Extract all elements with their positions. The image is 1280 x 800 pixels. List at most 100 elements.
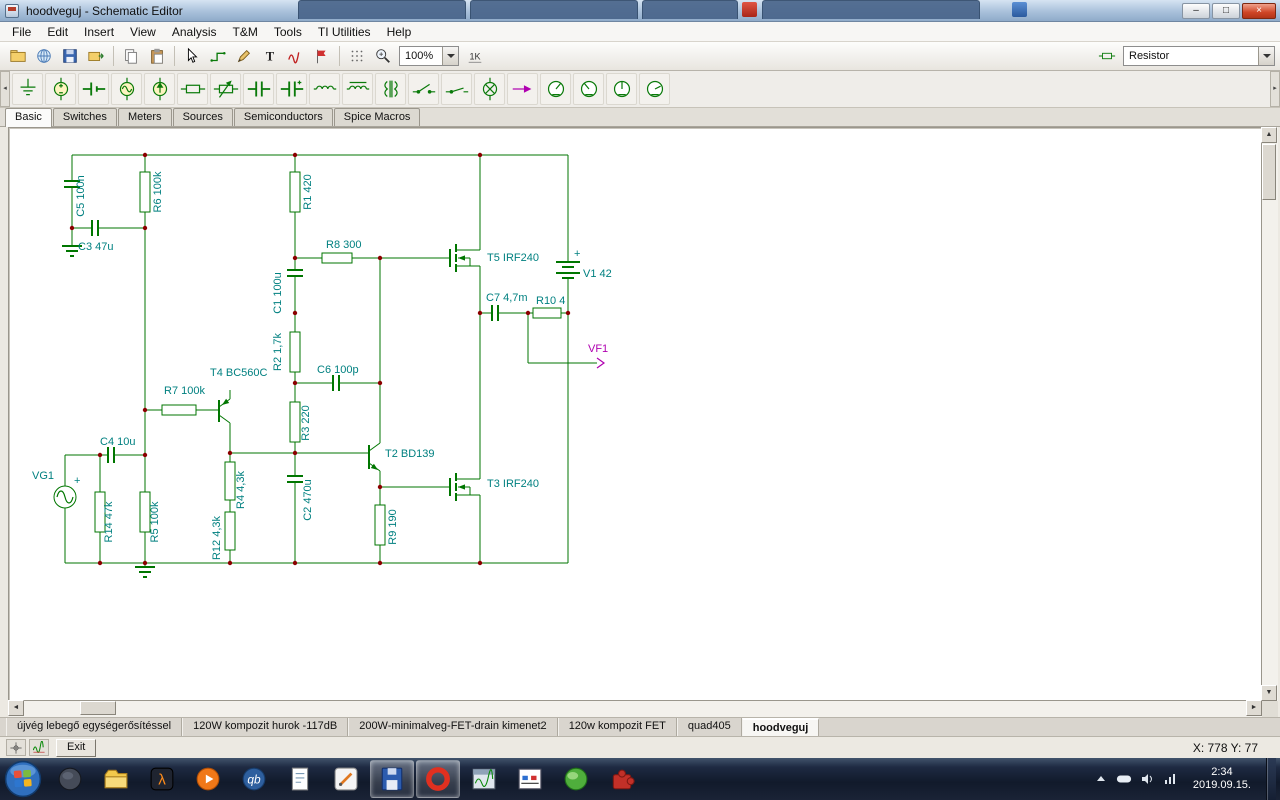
component-switch-nc-button[interactable] (441, 73, 472, 105)
component-cap-pol-button[interactable] (276, 73, 307, 105)
component-inductor-core-button[interactable] (342, 73, 373, 105)
save-button[interactable] (58, 44, 82, 68)
copy-button[interactable] (119, 44, 143, 68)
component-scroll-left-icon[interactable]: ◂ (0, 71, 10, 107)
zoom-select[interactable]: 100% (399, 46, 459, 66)
scroll-right-icon[interactable]: ► (1246, 700, 1262, 716)
taskbar-globe-dark-button[interactable] (48, 760, 92, 798)
scroll-left-icon[interactable]: ◄ (8, 700, 24, 716)
taskbar-tina-floppy-button[interactable] (370, 760, 414, 798)
background-app-icon-red[interactable] (742, 2, 757, 17)
taskbar-media-orange-button[interactable] (186, 760, 230, 798)
exit-button[interactable]: Exit (56, 738, 97, 757)
unit-button[interactable]: 1K (463, 44, 487, 68)
zoom-dropdown-icon[interactable] (442, 47, 458, 65)
component-vsource-button[interactable] (45, 73, 76, 105)
component-dropdown-icon[interactable] (1258, 47, 1274, 65)
close-button[interactable]: × (1242, 3, 1276, 19)
background-window-tab[interactable] (470, 0, 638, 19)
component-meter-1-button[interactable] (540, 73, 571, 105)
taskbar-puzzle-red-button[interactable] (600, 760, 644, 798)
taskbar-lambda-app-button[interactable]: λ (140, 760, 184, 798)
probe-button[interactable] (284, 44, 308, 68)
horizontal-scrollbar[interactable]: ◄ ► (8, 700, 1262, 717)
component-meter-3-button[interactable] (606, 73, 637, 105)
component-isource-button[interactable] (144, 73, 175, 105)
show-desktop-button[interactable] (1266, 758, 1276, 800)
doc-tab-200w-minimalveg-fet-drain-kimenet2[interactable]: 200W-minimalveg-FET-drain kimenet2 (348, 718, 558, 737)
taskbar-globe-green-button[interactable] (554, 760, 598, 798)
paste-button[interactable] (145, 44, 169, 68)
component-switch-no-button[interactable] (408, 73, 439, 105)
taskbar-qb-app-button[interactable]: qb (232, 760, 276, 798)
component-vgen-button[interactable] (111, 73, 142, 105)
grid-button[interactable] (345, 44, 369, 68)
component-potentiometer-button[interactable] (210, 73, 241, 105)
doc-tab-jv-g-lebeg-egys-ger-s-t-ssel[interactable]: újvég lebegő egységerősítéssel (6, 718, 183, 737)
menu-ti-utilities[interactable]: TI Utilities (317, 25, 371, 39)
menu-analysis[interactable]: Analysis (171, 25, 217, 39)
scroll-up-icon[interactable]: ▲ (1261, 127, 1277, 143)
taskbar-opera-button[interactable] (416, 760, 460, 798)
taskbar-designer-pencil-button[interactable] (324, 760, 368, 798)
taskbar-notepad-button[interactable] (278, 760, 322, 798)
text-button[interactable]: T (258, 44, 282, 68)
maximize-button[interactable]: □ (1212, 3, 1240, 19)
tab-meters[interactable]: Meters (117, 108, 172, 126)
vertical-scroll-thumb[interactable] (1262, 144, 1276, 200)
component-battery-button[interactable] (78, 73, 109, 105)
wire-button[interactable] (206, 44, 230, 68)
component-mode-button[interactable] (1095, 44, 1119, 68)
component-scroll-right-icon[interactable]: ▸ (1270, 71, 1280, 107)
menu-t-m[interactable]: T&M (232, 25, 258, 39)
component-meter-2-button[interactable] (573, 73, 604, 105)
component-transformer-button[interactable] (375, 73, 406, 105)
component-lamp-button[interactable] (474, 73, 505, 105)
network-icon[interactable] (1162, 771, 1178, 787)
tab-spice-macros[interactable]: Spice Macros (333, 108, 421, 126)
menu-help[interactable]: Help (386, 25, 412, 39)
doc-tab-hoodveguj[interactable]: hoodveguj (741, 718, 820, 737)
component-ground-button[interactable] (12, 73, 43, 105)
taskbar-clock[interactable]: 2:34 2019.09.15. (1185, 766, 1259, 792)
origin-tool-icon[interactable] (6, 739, 26, 756)
export-button[interactable] (84, 44, 108, 68)
open-button[interactable] (6, 44, 30, 68)
magnifier-button[interactable] (371, 44, 395, 68)
background-window-tab[interactable] (298, 0, 466, 19)
tab-sources[interactable]: Sources (172, 108, 233, 126)
component-resistor-button[interactable] (177, 73, 208, 105)
hidden-icons-chevron[interactable] (1093, 771, 1109, 787)
volume-icon[interactable] (1139, 771, 1155, 787)
schematic-canvas[interactable] (8, 127, 1262, 701)
menu-edit[interactable]: Edit (47, 25, 69, 39)
tray-status-icon[interactable] (1116, 771, 1132, 787)
taskbar-schematic-window-button[interactable] (508, 760, 552, 798)
tab-switches[interactable]: Switches (52, 108, 117, 126)
flag-button[interactable] (310, 44, 334, 68)
taskbar-folder-button[interactable] (94, 760, 138, 798)
component-vpin-button[interactable] (507, 73, 538, 105)
tab-basic[interactable]: Basic (5, 108, 52, 127)
scroll-down-icon[interactable]: ▼ (1261, 685, 1277, 701)
waveform-tool-icon[interactable] (29, 739, 49, 756)
component-inductor-button[interactable] (309, 73, 340, 105)
background-window-tab[interactable] (642, 0, 738, 19)
taskbar-scope-window-button[interactable] (462, 760, 506, 798)
vertical-scrollbar[interactable]: ▲ ▼ (1261, 127, 1278, 701)
component-capacitor-button[interactable] (243, 73, 274, 105)
menu-tools[interactable]: Tools (273, 25, 302, 39)
start-button[interactable] (4, 760, 42, 798)
pen-button[interactable] (232, 44, 256, 68)
tab-semiconductors[interactable]: Semiconductors (233, 108, 333, 126)
doc-tab-quad405[interactable]: quad405 (676, 718, 742, 737)
minimize-button[interactable]: – (1182, 3, 1210, 19)
doc-tab-120w-kompozit-fet[interactable]: 120w kompozit FET (557, 718, 677, 737)
menu-view[interactable]: View (130, 25, 156, 39)
component-type-select[interactable]: Resistor (1123, 46, 1275, 66)
component-meter-4-button[interactable] (639, 73, 670, 105)
cursor-button[interactable] (180, 44, 204, 68)
menu-file[interactable]: File (12, 25, 32, 39)
web-button[interactable] (32, 44, 56, 68)
doc-tab-120w-kompozit-hurok-117db[interactable]: 120W kompozit hurok -117dB (182, 718, 349, 737)
